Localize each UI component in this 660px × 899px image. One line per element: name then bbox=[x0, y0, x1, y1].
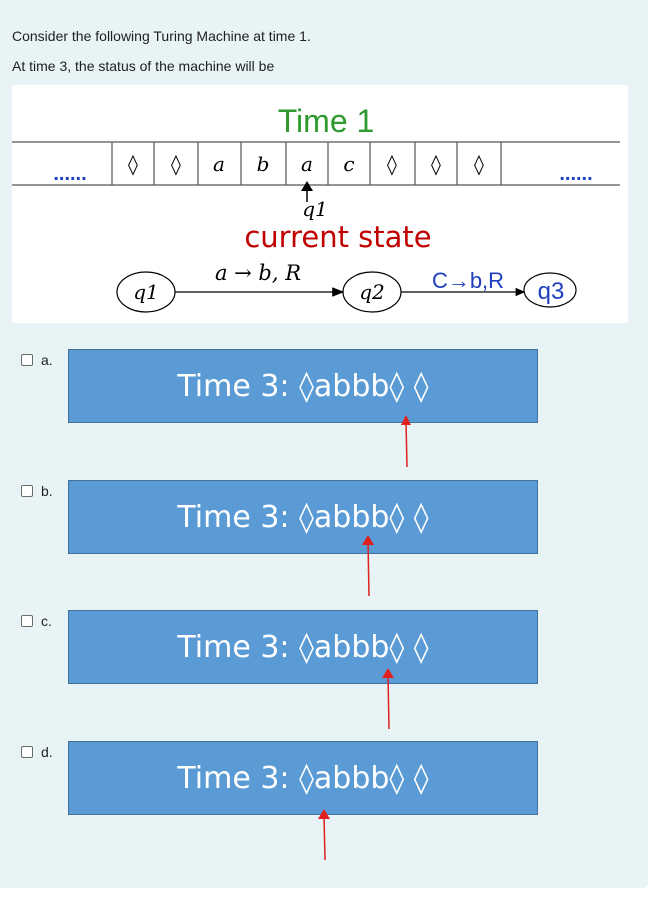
option-a-checkbox[interactable] bbox=[21, 354, 33, 366]
option-c-letter: c. bbox=[41, 613, 52, 629]
option-b-text: Time 3: ◊abbb◊ ◊ bbox=[177, 499, 429, 535]
tape-cell: c bbox=[343, 152, 354, 176]
question-text-line1: Consider the following Turing Machine at… bbox=[12, 28, 311, 44]
figure-title: Time 1 bbox=[278, 103, 375, 139]
tape-cell: ◊ bbox=[474, 152, 484, 176]
option-c-image: Time 3: ◊abbb◊ ◊ bbox=[68, 610, 538, 684]
tape-cell: ◊ bbox=[171, 152, 181, 176]
option-b-head-arrow bbox=[362, 535, 374, 597]
tape-cell: ◊ bbox=[387, 152, 397, 176]
transition-q2-q3-label: C→b,R bbox=[432, 268, 504, 293]
tape-cell: a bbox=[213, 152, 225, 176]
option-a-head-arrow bbox=[401, 415, 411, 468]
question-text-line2: At time 3, the status of the machine wil… bbox=[12, 58, 275, 74]
question-panel: Consider the following Turing Machine at… bbox=[0, 0, 648, 888]
option-c-head-arrow bbox=[382, 668, 394, 730]
option-a[interactable]: a. Time 3: ◊abbb◊ ◊ bbox=[0, 349, 660, 469]
tape-cell: ◊ bbox=[128, 152, 138, 176]
turing-machine-diagram: Time 1 ...... ...... ◊ bbox=[12, 103, 620, 313]
tape-left-dots: ...... bbox=[53, 163, 86, 185]
option-c-text: Time 3: ◊abbb◊ ◊ bbox=[177, 629, 429, 665]
option-c-checkbox[interactable] bbox=[21, 615, 33, 627]
option-a-text: Time 3: ◊abbb◊ ◊ bbox=[177, 368, 429, 404]
head-arrow-tip bbox=[301, 181, 313, 191]
tape-cell: a bbox=[301, 152, 313, 176]
option-d[interactable]: d. Time 3: ◊abbb◊ ◊ bbox=[0, 741, 660, 861]
option-b-image: Time 3: ◊abbb◊ ◊ bbox=[68, 480, 538, 554]
head-state-label: q1 bbox=[302, 197, 328, 221]
state-q3-label: q3 bbox=[538, 278, 565, 305]
option-d-letter: d. bbox=[41, 744, 53, 760]
option-c[interactable]: c. Time 3: ◊abbb◊ ◊ bbox=[0, 610, 660, 730]
option-b-checkbox[interactable] bbox=[21, 485, 33, 497]
state-q2-label: q2 bbox=[359, 280, 385, 304]
option-d-checkbox[interactable] bbox=[21, 746, 33, 758]
option-b-letter: b. bbox=[41, 483, 53, 499]
state-q1-label: q1 bbox=[133, 280, 159, 304]
tape-right-dots: ...... bbox=[559, 163, 592, 185]
tape-cell: b bbox=[257, 152, 270, 176]
option-a-image: Time 3: ◊abbb◊ ◊ bbox=[68, 349, 538, 423]
option-b[interactable]: b. Time 3: ◊abbb◊ ◊ bbox=[0, 480, 660, 600]
option-d-head-arrow bbox=[318, 809, 330, 861]
option-d-image: Time 3: ◊abbb◊ ◊ bbox=[68, 741, 538, 815]
turing-machine-figure: Time 1 ...... ...... ◊ bbox=[12, 85, 628, 323]
transition-q1-q2-label: a → b, R bbox=[215, 261, 301, 285]
current-state-label: current state bbox=[244, 220, 431, 254]
tape-cell: ◊ bbox=[431, 152, 441, 176]
option-d-text: Time 3: ◊abbb◊ ◊ bbox=[177, 760, 429, 796]
option-a-letter: a. bbox=[41, 352, 53, 368]
